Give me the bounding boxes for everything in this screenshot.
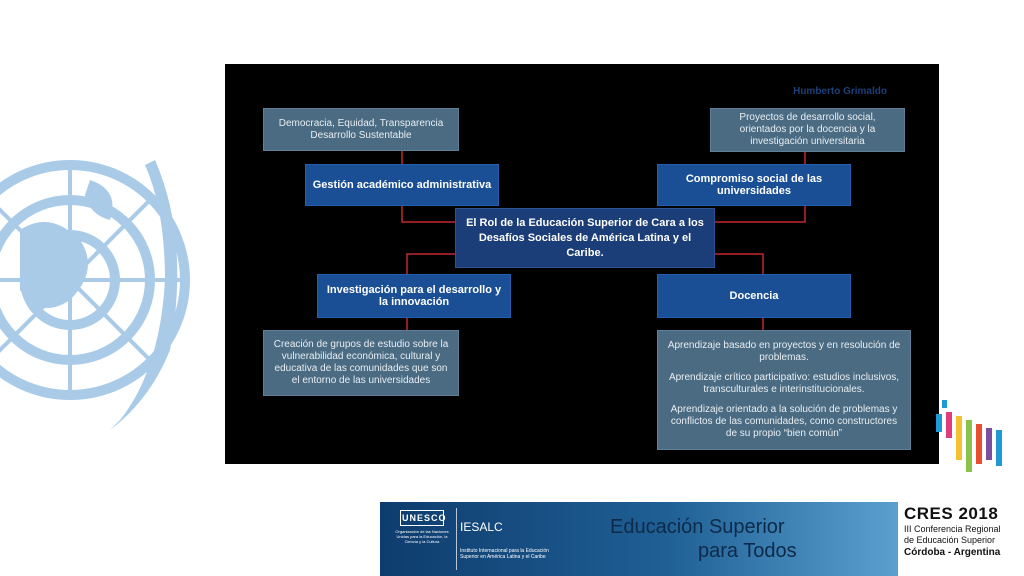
iesalc-subtitle: Instituto Internacional para la Educació…: [460, 548, 549, 560]
cres-bars-icon: [936, 400, 1002, 472]
footer-divider: [456, 508, 457, 570]
social-projects-box: Proyectos de desarrollo social, orientad…: [710, 108, 905, 152]
author-name: Humberto Grimaldo: [793, 86, 887, 97]
democracy-box: Democracia, Equidad, Transparencia Desar…: [263, 108, 459, 151]
un-emblem-icon: [0, 160, 190, 430]
study-groups-box: Creación de grupos de estudio sobre la v…: [263, 330, 459, 396]
research-box: Investigación para el desarrollo y la in…: [317, 274, 511, 318]
central-topic-box: El Rol de la Educación Superior de Cara …: [455, 208, 715, 268]
learning-item: Aprendizaje orientado a la solución de p…: [670, 404, 898, 439]
iesalc-label: IESALC: [460, 520, 503, 534]
cres-location: Córdoba - Argentina: [904, 547, 1001, 558]
unesco-text: Organización de las Naciones Unidas para…: [395, 529, 449, 544]
learning-item: Aprendizaje crítico participativo: estud…: [668, 372, 900, 395]
cres-line-2: de Educación Superior: [904, 535, 996, 545]
diagram-panel: Humberto Grimaldo Democracia, Equidad, T…: [225, 64, 939, 464]
learning-approaches-box: Aprendizaje basado en proyectos y en res…: [657, 330, 911, 450]
cres-line-1: III Conferencia Regional: [904, 524, 1001, 534]
teaching-box: Docencia: [657, 274, 851, 318]
cres-title: CRES 2018: [904, 504, 999, 523]
cres-logo: CRES 2018 III Conferencia Regional de Ed…: [904, 504, 1022, 558]
unesco-logo: UNESCO Organización de las Naciones Unid…: [392, 510, 452, 572]
slogan-line-2: para Todos: [698, 540, 797, 562]
social-commitment-box: Compromiso social de las universidades: [657, 164, 851, 206]
slogan-line-1: Educación Superior: [610, 516, 785, 538]
gestion-box: Gestión académico administrativa: [305, 164, 499, 206]
footer-banner: UNESCO Organización de las Naciones Unid…: [380, 502, 898, 576]
learning-item: Aprendizaje basado en proyectos y en res…: [667, 340, 901, 363]
unesco-temple-icon: UNESCO: [400, 510, 446, 526]
diagram-connectors: [401, 151, 806, 330]
